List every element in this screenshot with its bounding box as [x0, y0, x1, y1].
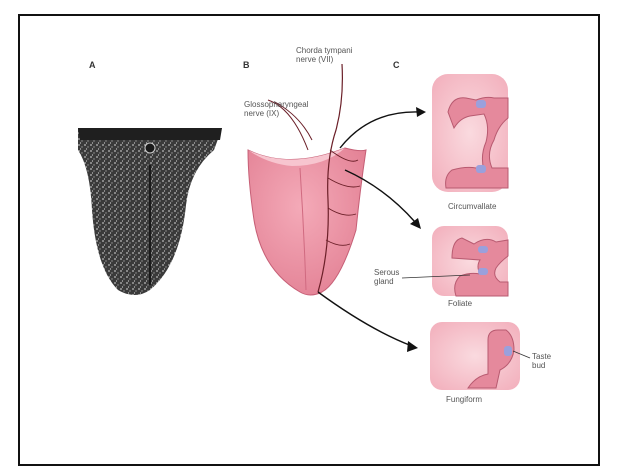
panel-label-c: C	[393, 60, 400, 70]
label-taste-line2: bud	[532, 361, 551, 370]
label-glossopharyngeal: Glossopharyngeal nerve (IX)	[244, 100, 308, 118]
label-chorda-line1: Chorda tympani	[296, 46, 352, 55]
papilla-foliate	[432, 226, 508, 296]
label-chorda-tympani: Chorda tympani nerve (VII)	[296, 46, 352, 64]
panel-label-b: B	[243, 60, 250, 70]
label-foliate: Foliate	[448, 299, 472, 308]
label-serous-line2: gland	[374, 277, 399, 286]
tongue-drawing	[248, 64, 366, 295]
papilla-circumvallate	[432, 74, 508, 192]
papilla-fungiform	[430, 322, 520, 390]
label-glosso-line1: Glossopharyngeal	[244, 100, 308, 109]
label-circumvallate: Circumvallate	[448, 202, 496, 211]
panel-label-a: A	[89, 60, 96, 70]
label-chorda-line2: nerve (VII)	[296, 55, 352, 64]
tongue-photo	[78, 128, 222, 295]
label-taste-line1: Taste	[532, 352, 551, 361]
label-glosso-line2: nerve (IX)	[244, 109, 308, 118]
label-serous-gland: Serous gland	[374, 268, 399, 286]
arrow-heads	[407, 107, 426, 352]
label-serous-line1: Serous	[374, 268, 399, 277]
label-taste-bud: Taste bud	[532, 352, 551, 370]
label-fungiform: Fungiform	[446, 395, 482, 404]
